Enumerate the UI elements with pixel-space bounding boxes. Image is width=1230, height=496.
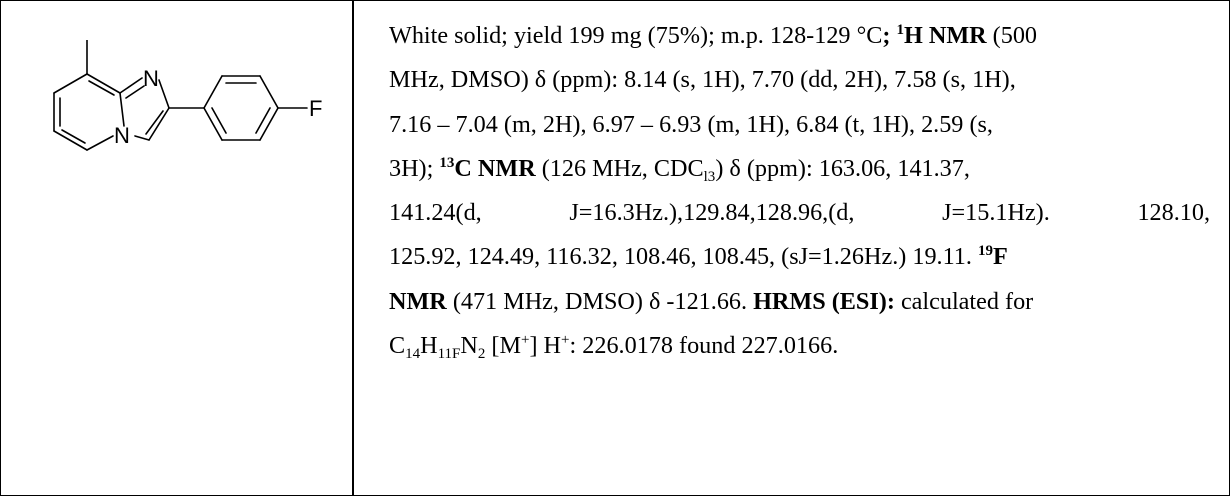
text-line-4: 3H); 13C NMR (126 MHz, CDCl3) δ (ppm): 1… [389, 154, 970, 185]
bond-c8-c7 [53, 73, 88, 94]
atom-label-f: F [309, 96, 322, 121]
bond-c8a-c8 [86, 73, 121, 94]
bond-c2-c3 [148, 107, 170, 141]
bond-ph-3 [259, 75, 279, 109]
bond-ph-6 [203, 107, 223, 141]
bond-ph-double-3 [211, 107, 227, 134]
bond-n1-c2 [158, 79, 170, 109]
text-line-1: White solid; yield 199 mg (75%); m.p. 12… [389, 22, 1038, 49]
characterization-text: White solid; yield 199 mg (75%); m.p. 12… [389, 14, 1210, 368]
bond-ph-4 [259, 107, 279, 141]
bond-ph-double-2 [255, 107, 271, 134]
bond-c5-n4 [86, 135, 114, 151]
text-line-6: 125.92, 124.49, 116.32, 108.46, 108.45, … [389, 243, 1008, 271]
atom-label-n1: N [143, 66, 159, 91]
bond-c8-c8a-double [88, 80, 115, 96]
bond-c6-c5 [53, 130, 88, 151]
text-line-7: NMR (471 MHz, DMSO) δ -121.66. HRMS (ESI… [389, 287, 1034, 315]
chemical-structure-diagram: N N F [53, 40, 322, 151]
bond-c3-n4 [134, 135, 150, 141]
text-line-5: 141.24(d, J=16.3Hz.),129.84,128.96,(d, J… [389, 199, 1210, 227]
atom-label-n4: N [114, 123, 130, 148]
bond-c8a-n1-double [125, 85, 145, 99]
bond-ph-1 [203, 75, 223, 109]
text-line-8: C14H11FN2 [M+] H+: 226.0178 found 227.01… [389, 332, 839, 363]
bond-n4-c8a [119, 92, 125, 127]
text-line-3: 7.16 – 7.04 (m, 2H), 6.97 – 6.93 (m, 1H)… [389, 110, 993, 138]
bond-c2-c3-double [145, 110, 164, 135]
column-divider [352, 0, 354, 496]
bond-c5-c6-double [61, 129, 86, 144]
text-line-2: MHz, DMSO) δ (ppm): 8.14 (s, 1H), 7.70 (… [389, 66, 1016, 94]
bond-c8a-n1 [119, 77, 143, 94]
